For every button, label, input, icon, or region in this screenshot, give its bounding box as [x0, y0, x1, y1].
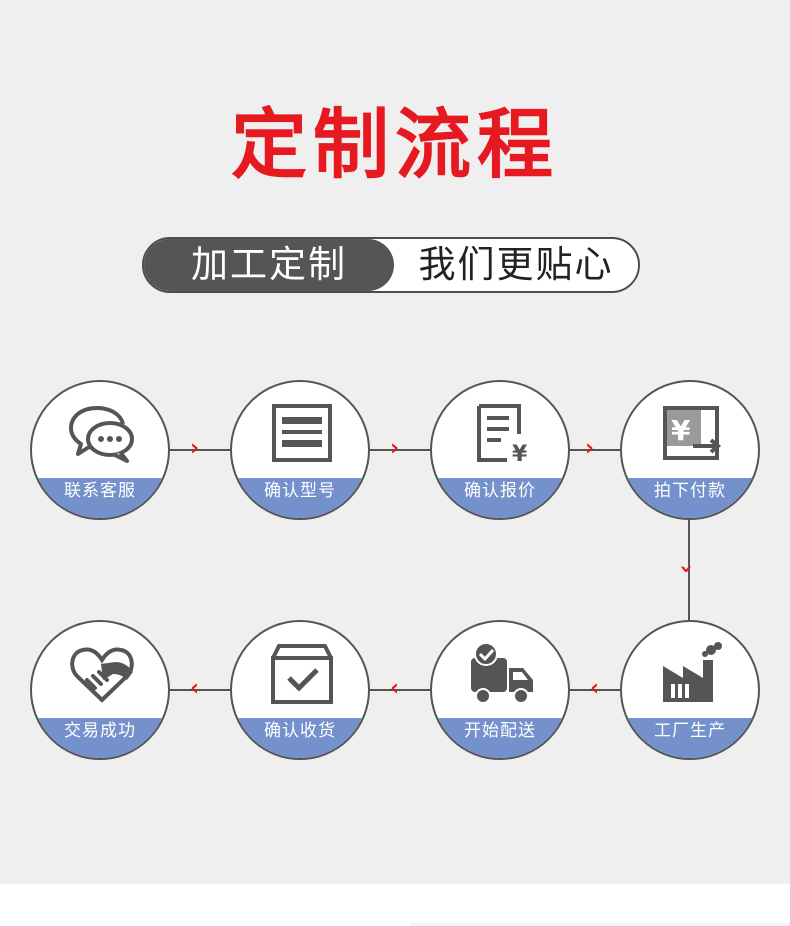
connector-6-7: [368, 689, 432, 691]
step-confirm-model: 确认型号: [230, 380, 370, 520]
step-contact-service: 联系客服: [30, 380, 170, 520]
footer-divider: [410, 923, 790, 926]
model-sheet-icon: [272, 404, 332, 462]
chat-bubbles-icon: [69, 406, 134, 463]
step-label: 拍下付款: [622, 478, 758, 518]
banner-right-text: 我们更贴心: [418, 243, 614, 286]
step-confirm-quote: ¥ 确认报价: [430, 380, 570, 520]
arrow-left-icon: ‹: [190, 676, 200, 701]
step-confirm-receipt: 确认收货: [230, 620, 370, 760]
svg-text:¥: ¥: [671, 414, 691, 447]
connector-1-2: [168, 449, 232, 451]
factory-icon: [663, 642, 722, 702]
step-label: 联系客服: [32, 478, 168, 518]
step-label: 确认收货: [232, 718, 368, 758]
connector-4-5: [688, 519, 690, 621]
step-label: 开始配送: [432, 718, 568, 758]
step-start-delivery: 开始配送: [430, 620, 570, 760]
process-panel: 定制流程 加工定制 我们更贴心 › › › › ‹ ‹ ‹ 联系客服: [0, 0, 790, 884]
connector-2-3: [368, 449, 432, 451]
banner-left-text: 加工定制: [144, 239, 394, 291]
arrow-left-icon: ‹: [590, 676, 600, 701]
step-label: 交易成功: [32, 718, 168, 758]
step-label: 确认型号: [232, 478, 368, 518]
step-place-payment: ¥ 拍下付款: [620, 380, 760, 520]
delivery-truck-icon: [471, 642, 533, 704]
connector-7-8: [168, 689, 232, 691]
connector-5-6: [568, 689, 622, 691]
svg-text:¥: ¥: [512, 442, 528, 467]
arrow-down-icon: ›: [673, 564, 699, 574]
arrow-right-icon: ›: [585, 436, 595, 461]
arrow-right-icon: ›: [390, 436, 400, 461]
connector-3-4: [568, 449, 622, 451]
arrow-left-icon: ‹: [390, 676, 400, 701]
step-label: 工厂生产: [622, 718, 758, 758]
page-title: 定制流程: [231, 100, 559, 189]
payment-icon: ¥: [663, 406, 722, 460]
step-label: 确认报价: [432, 478, 568, 518]
received-box-icon: [271, 644, 333, 704]
banner-pill: 加工定制 我们更贴心: [142, 237, 640, 293]
step-factory-production: 工厂生产: [620, 620, 760, 760]
quote-document-icon: ¥: [477, 404, 528, 467]
step-deal-success: 交易成功: [30, 620, 170, 760]
arrow-right-icon: ›: [190, 436, 200, 461]
handshake-heart-icon: [70, 647, 134, 703]
